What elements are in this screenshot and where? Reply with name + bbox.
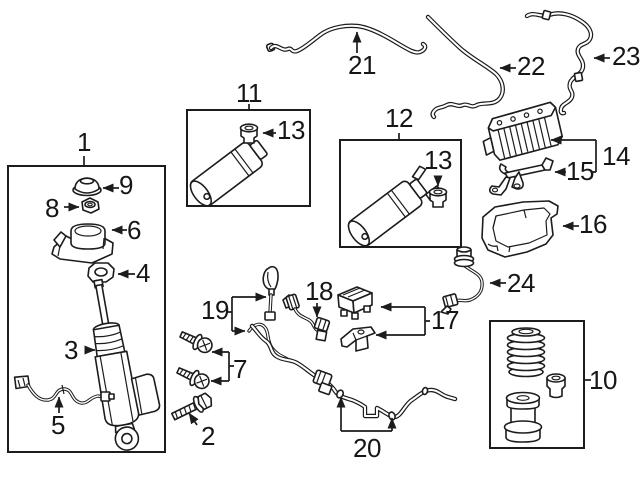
callout-20: 20: [353, 433, 381, 463]
callout-18: 18: [305, 276, 333, 306]
dryer-canister-11: [189, 139, 268, 207]
bracket-14: [592, 140, 597, 173]
screw-7a: [179, 331, 213, 354]
leader-lines: [54, 31, 610, 432]
callout-3: 3: [64, 335, 78, 365]
callout-5: 5: [51, 410, 65, 440]
kit-box-10: [489, 320, 585, 449]
callout-15: 15: [566, 156, 594, 186]
callout-13b: 13: [424, 145, 452, 175]
valve-fitting: [546, 373, 566, 399]
callout-16: 16: [579, 209, 607, 239]
air-line-21: [265, 23, 428, 55]
support-bracket-16: [481, 200, 559, 258]
mount-cap-9: [72, 177, 102, 197]
callout-9: 9: [119, 170, 133, 200]
callout-13a: 13: [277, 115, 305, 145]
callout-2: 2: [201, 421, 215, 451]
callout-21: 21: [348, 50, 376, 80]
callout-1: 1: [77, 127, 91, 157]
callout-14: 14: [602, 141, 630, 171]
leader-2: [188, 412, 199, 426]
harness-5: [13, 375, 115, 405]
callout-19: 19: [201, 295, 229, 325]
callout-22: 22: [517, 51, 545, 81]
dryer-canister-12: [347, 165, 443, 247]
bracket-19: [227, 297, 233, 331]
callout-11: 11: [236, 78, 263, 108]
screw-7b: [176, 367, 210, 390]
callout-12: 12: [385, 103, 413, 133]
callout-10: 10: [589, 365, 617, 395]
callout-6: 6: [127, 215, 141, 245]
solenoid-24: [440, 246, 484, 315]
height-sensor-19: [247, 265, 293, 363]
kit-box-12: [339, 139, 462, 248]
bolt-2: [170, 392, 213, 421]
bracket-17-leader: [424, 307, 430, 335]
shock-absorber-3: [92, 278, 161, 451]
callout-17: 17: [431, 305, 459, 335]
callout-4: 4: [136, 258, 150, 288]
callout-7: 7: [233, 354, 247, 384]
bellows-boot: [506, 327, 546, 378]
compressor-module-14: [482, 101, 564, 161]
bracket-17: [340, 326, 376, 352]
link-sensor-18: [282, 293, 331, 342]
kit-box-1: [7, 165, 166, 453]
valve-cap-13b: [428, 187, 448, 208]
callout-24: 24: [507, 268, 535, 298]
nut-4: [87, 262, 115, 283]
bracket-7: [228, 352, 234, 381]
valve-cap-13a: [239, 123, 259, 144]
nut-8: [81, 197, 100, 214]
air-line-22: [425, 14, 505, 120]
kit-box-11: [186, 109, 311, 207]
module-17: [337, 286, 373, 320]
upper-mount-6: [51, 223, 114, 264]
bump-stop: [503, 391, 543, 443]
callout-8: 8: [45, 193, 59, 223]
callout-23: 23: [612, 41, 640, 71]
air-line-23: [524, 9, 594, 116]
wiring-harness-20: [249, 323, 458, 421]
bracket-15: [488, 157, 554, 196]
